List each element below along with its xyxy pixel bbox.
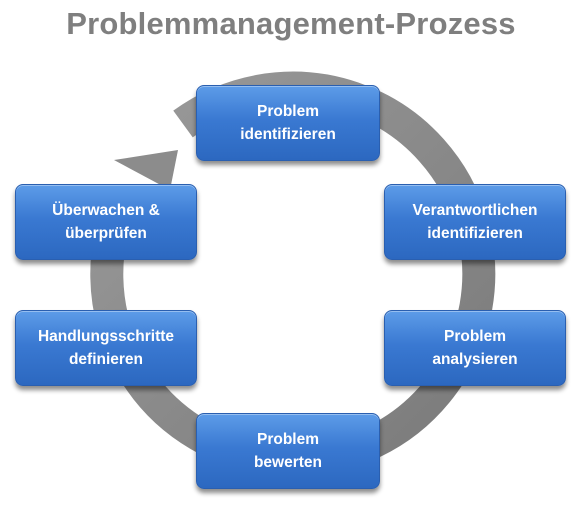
cycle-arrowhead — [114, 150, 178, 190]
step-label-line1: Verantwortlichen — [412, 202, 538, 219]
step-handlungsschritte-definieren[interactable]: Handlungsschritte definieren — [15, 310, 197, 386]
step-problem-identifizieren[interactable]: Problem identifizieren — [196, 85, 380, 161]
diagram-title: Problemmanagement-Prozess — [66, 6, 516, 41]
step-label-line2: bewerten — [253, 454, 323, 471]
step-label-line2: analysieren — [432, 351, 518, 368]
step-label-line1: Handlungsschritte — [37, 328, 175, 345]
step-problem-bewerten[interactable]: Problem bewerten — [196, 413, 380, 489]
step-ueberwachen-ueberpruefen[interactable]: Überwachen & überprüfen — [15, 184, 197, 260]
step-verantwortlichen-identifizieren[interactable]: Verantwortlichen identifizieren — [384, 184, 566, 260]
step-label-line2: überprüfen — [65, 225, 147, 242]
step-label-line1: Problem — [256, 103, 319, 120]
step-label-line1: Problem — [256, 431, 319, 448]
step-label-line1: Problem — [443, 328, 506, 345]
step-label-line2: identifizieren — [427, 225, 523, 242]
step-label-line2: definieren — [68, 351, 144, 368]
step-problem-analysieren[interactable]: Problem analysieren — [384, 310, 566, 386]
step-label-line1: Überwachen & — [52, 202, 160, 219]
step-label-line2: identifizieren — [240, 126, 336, 143]
